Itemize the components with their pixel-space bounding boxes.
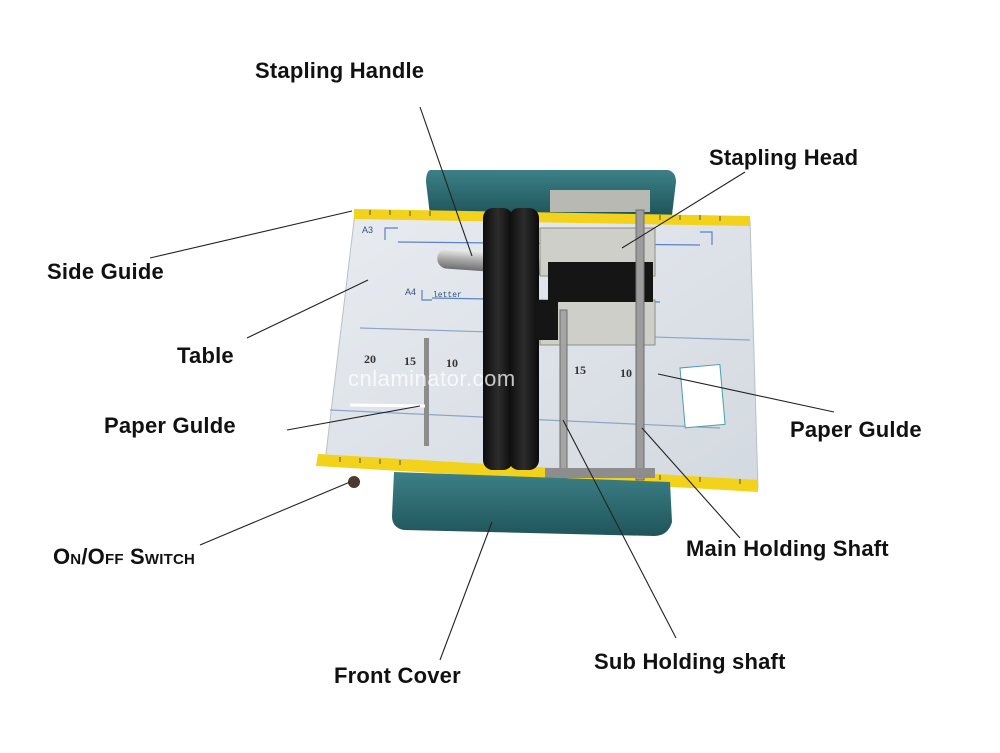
- scale-10-right: 10: [620, 366, 632, 380]
- label-table: Table: [177, 343, 234, 368]
- sub-holding-shaft: [559, 309, 568, 479]
- stapling-head-black-lower: [536, 300, 558, 340]
- leader-side-guide: [149, 210, 353, 259]
- front-cover: [392, 472, 672, 536]
- label-on-off-switch: On/Off Switch: [53, 544, 196, 569]
- paper-guide-left-bar: [424, 338, 429, 446]
- watermark: cnlaminator.com: [348, 366, 516, 391]
- label-stapling-handle: Stapling Handle: [255, 58, 425, 83]
- scale-20: 20: [364, 352, 376, 366]
- mark-letter: letter: [433, 291, 462, 300]
- label-paper-guide-right: Paper Gulde: [790, 417, 922, 442]
- leader-main-holding-shaft: [641, 427, 741, 539]
- label-sub-holding-shaft: Sub Holding shaft: [594, 649, 786, 674]
- label-side-guide: Side Guide: [47, 259, 164, 284]
- scale-15-left: 15: [404, 354, 416, 368]
- leader-stapling-handle: [419, 106, 473, 257]
- leader-stapling-head: [621, 171, 746, 249]
- head-bracket: [550, 190, 650, 212]
- roller-left: [483, 208, 513, 470]
- label-front-cover: Front Cover: [334, 663, 461, 688]
- on-off-switch-knob: [348, 476, 360, 488]
- main-holding-shaft: [635, 209, 645, 481]
- leader-front-cover: [439, 521, 493, 661]
- leader-on-off-switch: [199, 481, 351, 546]
- ruler-ticks: [339, 210, 741, 484]
- top-ruler: [354, 209, 750, 226]
- paper-guide-left-line: [349, 403, 426, 408]
- paper-sample-box: [679, 363, 726, 429]
- leader-paper-guide-left: [286, 405, 421, 431]
- label-main-holding-shaft: Main Holding Shaft: [686, 536, 889, 561]
- label-stapling-head: Stapling Head: [709, 145, 859, 170]
- scale-15-right: 15: [574, 363, 586, 377]
- leader-lines: [149, 106, 835, 661]
- leader-table: [246, 279, 369, 339]
- mark-a3: A3: [362, 225, 373, 235]
- scale-10-left: 10: [446, 356, 458, 370]
- roller-right: [509, 208, 539, 470]
- shaft-base: [545, 468, 655, 478]
- label-paper-guide-left: Paper Gulde: [104, 413, 236, 438]
- leader-sub-holding-shaft: [562, 419, 677, 639]
- leader-paper-guide-right: [657, 373, 835, 413]
- mark-a4: A4: [405, 287, 416, 297]
